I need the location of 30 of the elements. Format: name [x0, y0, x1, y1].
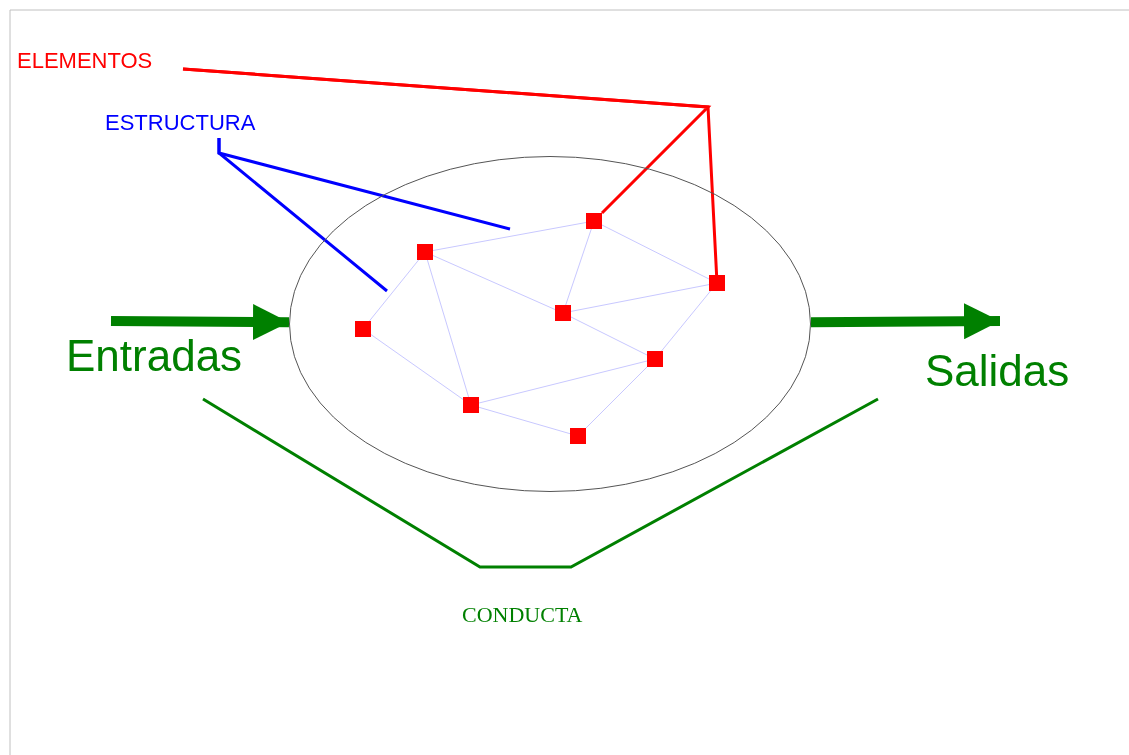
- behavior-label: CONDUCTA: [462, 604, 583, 626]
- connection-line: [426, 259, 470, 398]
- leader-line: [217, 138, 388, 293]
- element-square: [570, 428, 586, 444]
- connection-line: [478, 360, 648, 404]
- connection-line: [601, 224, 710, 280]
- connection-line: [432, 222, 587, 251]
- input-label: Entradas: [66, 330, 244, 378]
- title-label: ESTRUCTURA: [105, 112, 257, 134]
- output-label: Salidas: [925, 345, 1071, 393]
- arrow: [810, 303, 1001, 340]
- connection-line: [661, 290, 711, 352]
- element-square: [586, 213, 602, 229]
- element-square: [355, 321, 371, 337]
- element-square: [555, 305, 571, 321]
- element-square: [709, 275, 725, 291]
- connection-line: [478, 406, 571, 435]
- arrow: [110, 303, 290, 340]
- connection-line: [570, 316, 648, 356]
- element-square: [463, 397, 479, 413]
- leader-line: [182, 67, 719, 276]
- connection-line: [368, 259, 420, 322]
- connection-line: [585, 366, 648, 429]
- element-square: [417, 244, 433, 260]
- connection-line: [432, 255, 556, 310]
- element-square: [647, 351, 663, 367]
- connection-line: [565, 228, 592, 306]
- connection-line: [370, 334, 464, 400]
- connection-line: [570, 284, 710, 312]
- title-label: ELEMENTOS: [17, 50, 154, 72]
